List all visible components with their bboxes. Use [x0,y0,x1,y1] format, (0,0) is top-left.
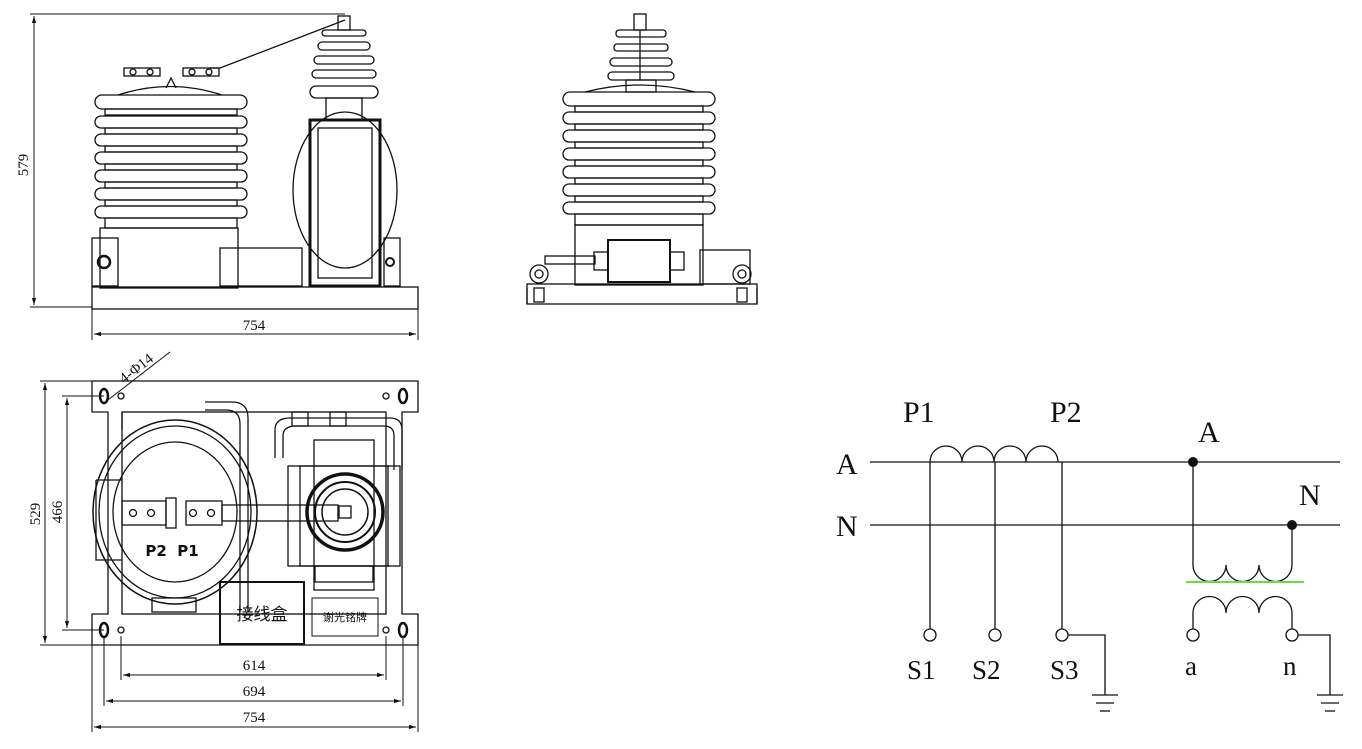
hole-spec-label: 4-Φ14 [117,351,158,388]
hole-span-inner-label: 614 [243,658,266,674]
plan-width-dimensions [91,636,419,732]
ct-primary-coil [929,445,1059,463]
side-top-insulator [607,13,675,93]
plan-hole-height-label: 466 [50,500,66,523]
front-view [91,15,419,310]
tap-s1-terminal [923,628,937,642]
plan-view [91,380,419,646]
label-n-right: N [1299,479,1321,512]
front-height-label: 579 [16,154,32,177]
junction-a [1188,457,1198,467]
label-s1: S1 [907,655,936,685]
plan-outer-height-label: 529 [28,503,44,526]
vt-primary-coil [1192,564,1293,583]
front-width-dimension [91,309,419,340]
label-s3: S3 [1050,655,1079,685]
label-a-left: A [836,448,858,481]
tap-s3-terminal [1055,628,1069,642]
junction-n [1287,520,1297,530]
side-view [526,13,758,305]
plan-width-label: 754 [243,710,266,726]
label-p1: P1 [903,396,935,429]
right-insulator-sheds [309,15,379,121]
hole-span-outer-label: 694 [243,684,266,700]
left-insulator-sheds [94,85,248,229]
vt-secondary-coil [1192,595,1293,614]
nameplate-label: 谢光铭牌 [323,610,367,624]
wiring-schematic [870,445,1343,712]
plan-height-dimensions [40,351,171,646]
front-height-dimension [30,13,345,308]
vt-n-terminal [1285,628,1299,642]
label-a-right: A [1198,416,1220,449]
label-vt-n: n [1283,651,1297,681]
junction-box-label: 接线盒 [237,605,288,625]
label-vt-a: a [1185,651,1197,681]
front-width-label: 754 [243,318,266,334]
label-n-left: N [836,510,858,543]
vt-a-terminal [1186,628,1200,642]
primary-terminal-labels: P2 P1 [145,542,198,560]
tap-s2-terminal [988,628,1002,642]
label-p2: P2 [1050,396,1082,429]
label-s2: S2 [972,655,1001,685]
side-insulator-sheds [562,84,716,226]
